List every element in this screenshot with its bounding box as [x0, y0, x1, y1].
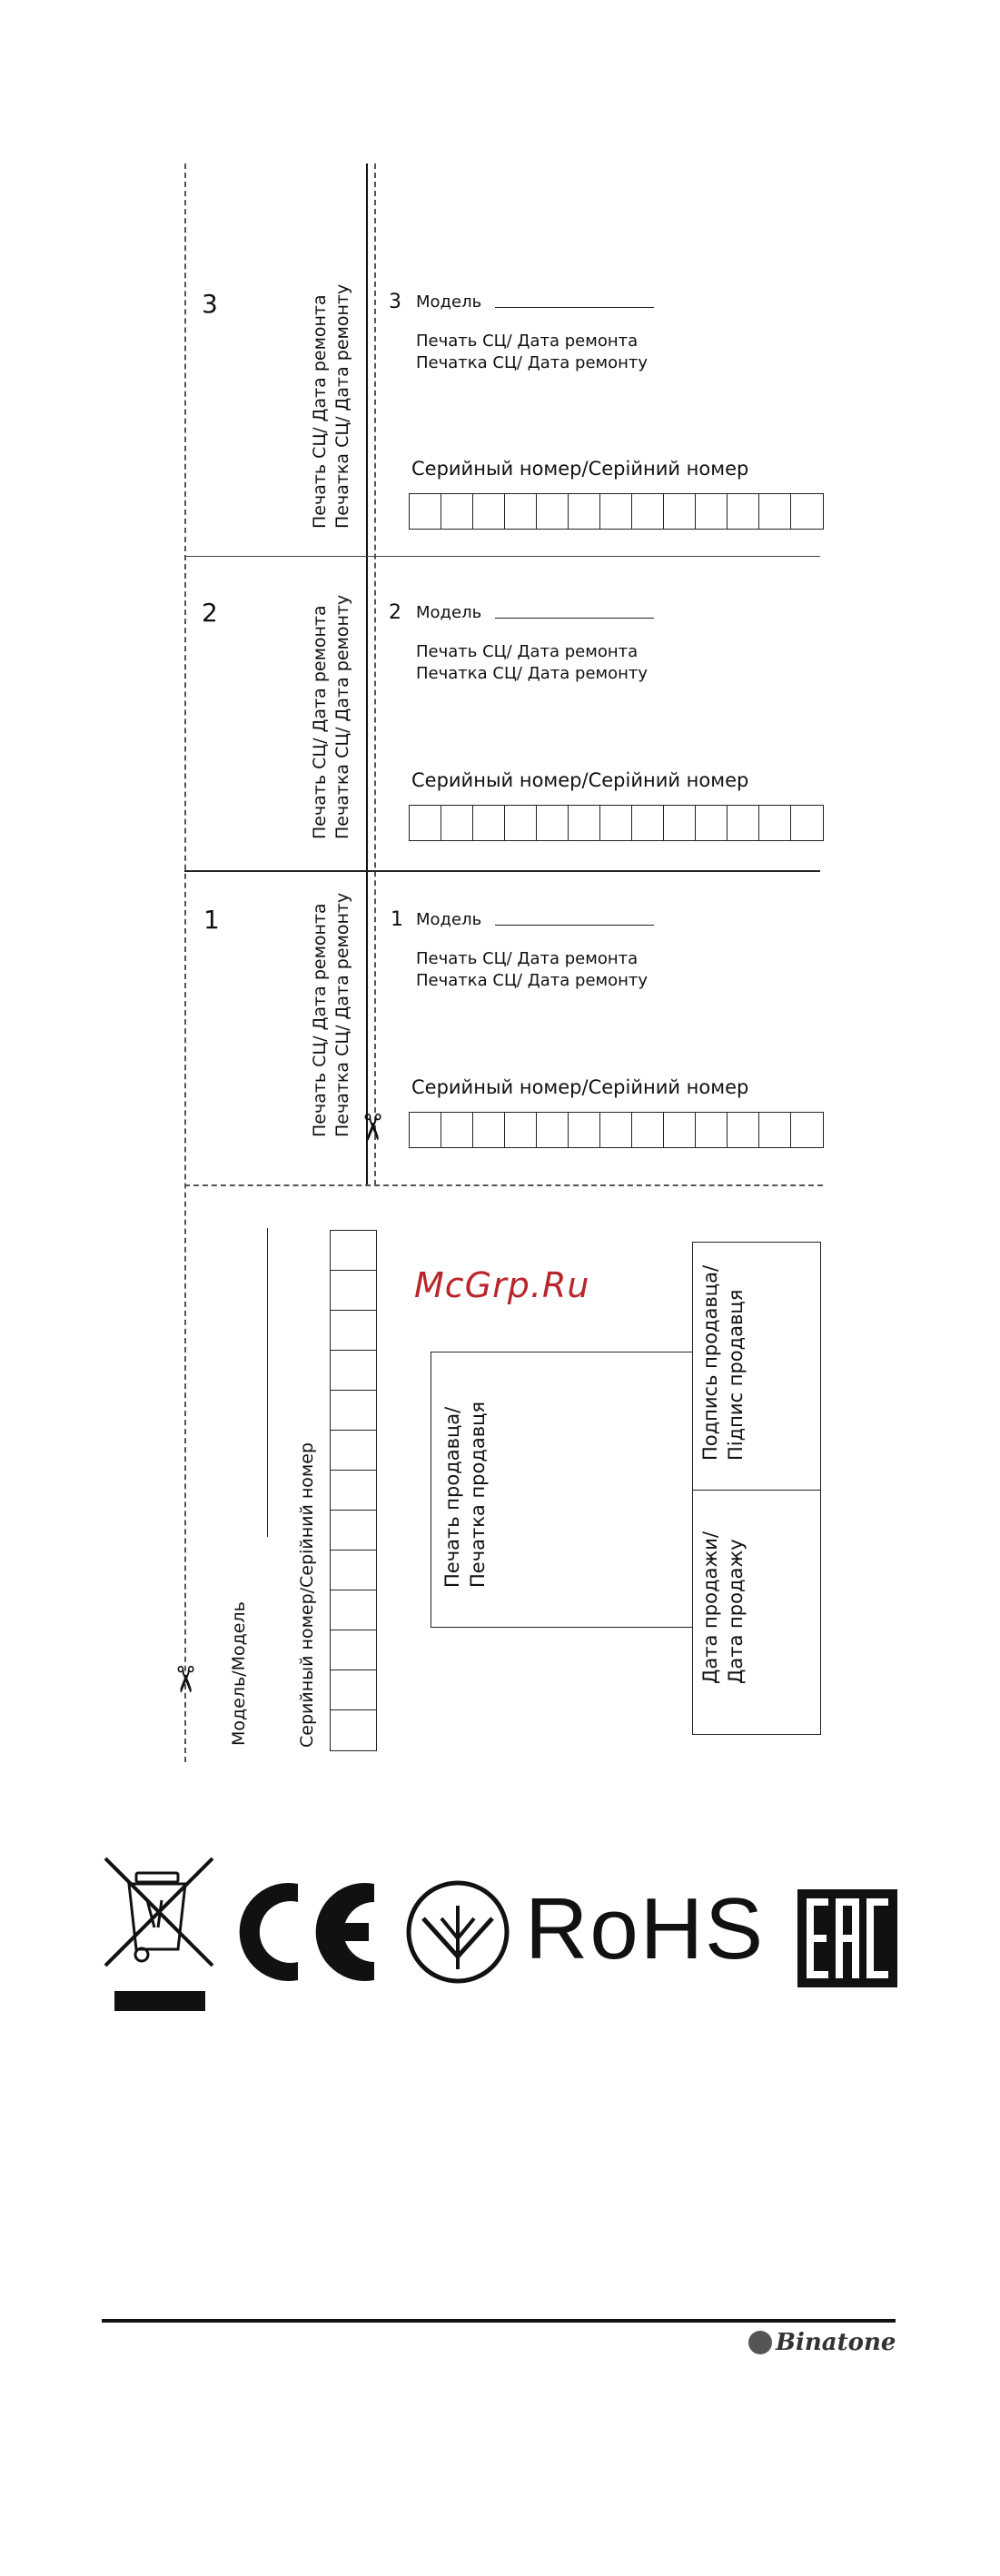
scissors-icon: ✂ [350, 1112, 392, 1143]
stub-number: 1 [203, 905, 220, 935]
serial-label: Серийный номер/Серійний номер [411, 458, 749, 480]
brand-logo: Binatone [748, 2329, 896, 2356]
model-label: Модель [416, 910, 482, 929]
sale-model-field[interactable] [267, 1228, 268, 1537]
left-cut-line [184, 163, 186, 1762]
coupon-number: 2 [389, 601, 401, 624]
seller-stamp-box[interactable] [431, 1352, 693, 1628]
stub-number: 2 [202, 598, 218, 628]
model-label: Модель [416, 292, 482, 312]
watermark: McGrp.Ru [414, 1265, 590, 1305]
stub-number: 3 [202, 289, 218, 319]
rohs-mark: RoHS [525, 1880, 766, 1977]
spine-cut-line [374, 163, 376, 1185]
seller-stamp-label: Печать продавца/ Печатка продавця [441, 1401, 489, 1588]
sale-date-label: Дата продажи/ Дата продажу [699, 1531, 747, 1684]
model-label: Модель [416, 603, 482, 622]
serial-number-boxes[interactable] [409, 1112, 824, 1148]
serial-label: Серийный номер/Серійний номер [411, 1076, 749, 1098]
brand-name: Binatone [776, 2329, 896, 2356]
model-field[interactable] [495, 925, 654, 926]
ce-mark [233, 1878, 387, 1986]
ukrsepro-mark [405, 1878, 510, 1986]
coupon-separator [184, 870, 820, 872]
stamp-label: Печать СЦ/ Дата ремонта Печатка СЦ/ Дата… [416, 642, 649, 683]
stamp-label: Печать СЦ/ Дата ремонта Печатка СЦ/ Дата… [416, 949, 649, 990]
brand-logo-icon [748, 2331, 772, 2354]
stub-stamp-label: Печать СЦ/ Дата ремонта Печатка СЦ/ Дата… [310, 892, 352, 1137]
sale-serial-label: Серийный номер/Серійний номер [297, 1442, 317, 1748]
signature-date-divider [692, 1490, 821, 1491]
coupon-number: 3 [389, 291, 401, 313]
scissors-icon: ✂ [163, 1664, 205, 1695]
coupon-number: 1 [391, 908, 403, 931]
coupon-separator [184, 556, 820, 557]
weee-bin-icon [102, 1855, 216, 2015]
footer-rule [102, 2319, 896, 2323]
seller-signature-label: Подпись продавца/ Підпис продавця [699, 1264, 747, 1461]
sale-model-label: Модель/Модель [229, 1601, 249, 1746]
stub-stamp-label: Печать СЦ/ Дата ремонта Печатка СЦ/ Дата… [310, 594, 352, 839]
signature-date-box[interactable] [692, 1242, 821, 1735]
sale-serial-boxes[interactable] [330, 1230, 377, 1751]
serial-number-boxes[interactable] [409, 805, 824, 841]
stamp-label: Печать СЦ/ Дата ремонта Печатка СЦ/ Дата… [416, 332, 649, 372]
stub-stamp-label: Печать СЦ/ Дата ремонта Печатка СЦ/ Дата… [310, 283, 352, 529]
serial-number-boxes[interactable] [409, 493, 824, 530]
model-field[interactable] [495, 618, 654, 619]
serial-label: Серийный номер/Серійний номер [411, 769, 749, 791]
spine-line [366, 163, 368, 1185]
eac-mark [797, 1889, 897, 1987]
model-field[interactable] [495, 307, 654, 308]
horizontal-cut-line [184, 1184, 823, 1186]
